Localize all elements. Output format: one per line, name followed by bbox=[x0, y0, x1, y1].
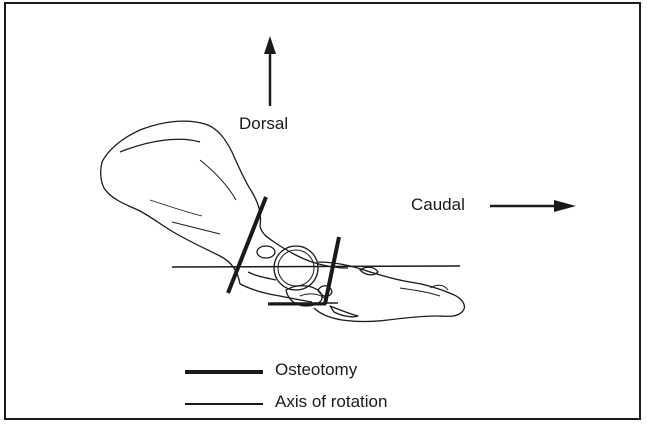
legend-label-osteotomy: Osteotomy bbox=[275, 360, 357, 380]
dorsal-arrow bbox=[264, 36, 276, 106]
direction-label-dorsal: Dorsal bbox=[239, 114, 288, 134]
osteotomy-line-ilium bbox=[228, 197, 266, 293]
pelvis-bone bbox=[101, 121, 465, 321]
caudal-arrow bbox=[490, 200, 576, 212]
osteotomy-line-ischium bbox=[325, 237, 339, 304]
legend-label-axis: Axis of rotation bbox=[275, 392, 387, 412]
legend-swatch-axis bbox=[185, 403, 263, 405]
ilium-lower bbox=[101, 162, 240, 284]
direction-label-caudal: Caudal bbox=[411, 195, 465, 215]
acetabulum bbox=[274, 246, 318, 290]
ilium-wing bbox=[102, 121, 348, 268]
legend-swatch-osteotomy bbox=[185, 370, 263, 374]
axis-of-rotation-line bbox=[172, 266, 460, 267]
